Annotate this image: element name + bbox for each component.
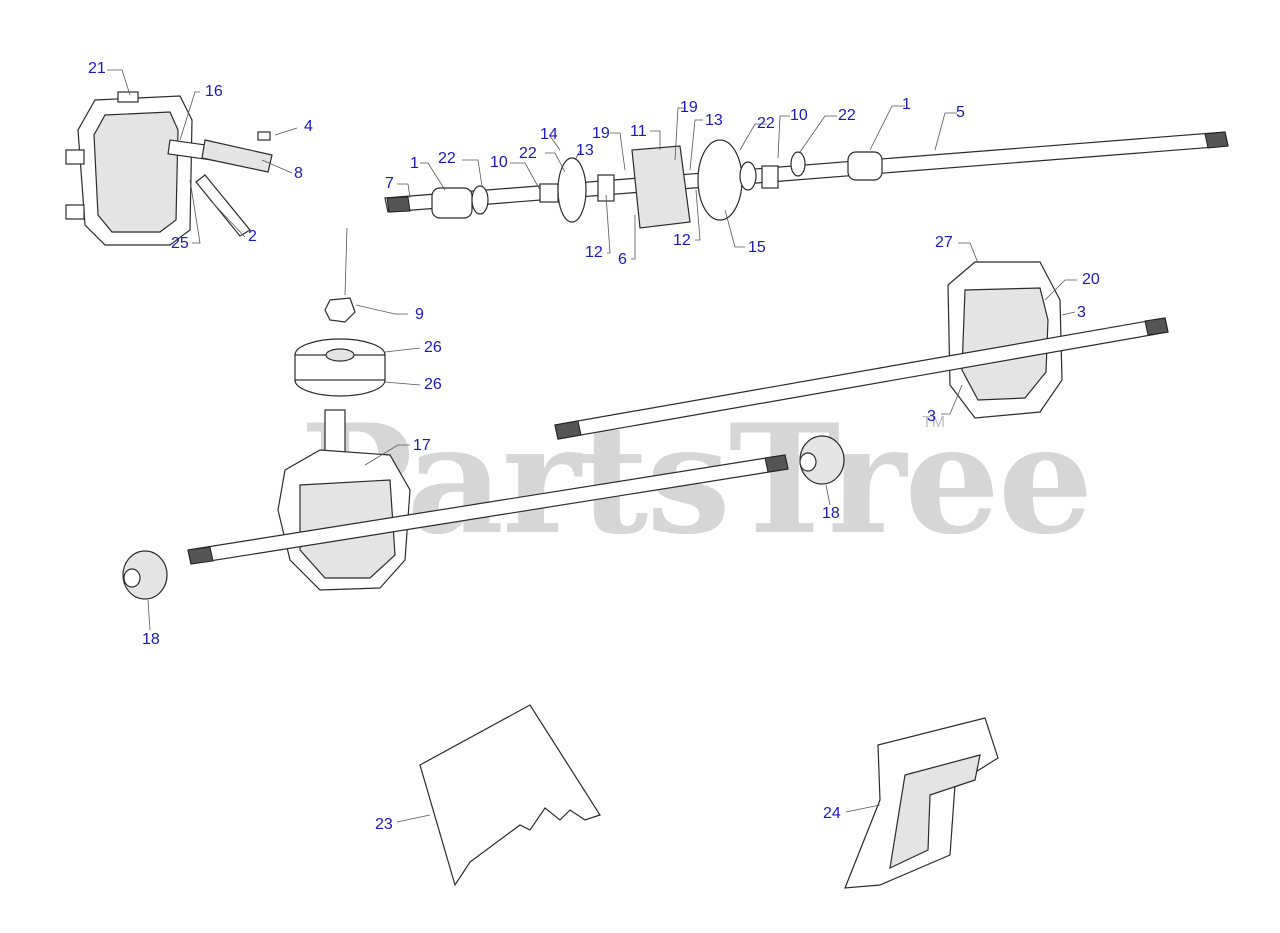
callout-22-b[interactable]: 22 — [519, 145, 537, 162]
callout-3-top[interactable]: 3 — [1077, 304, 1086, 321]
callout-25[interactable]: 25 — [171, 235, 189, 252]
callout-18-left[interactable]: 18 — [142, 631, 160, 648]
callout-17[interactable]: 17 — [413, 437, 431, 454]
callout-21[interactable]: 21 — [88, 60, 106, 77]
callout-3-bottom[interactable]: 3 — [927, 408, 936, 425]
callout-2[interactable]: 2 — [248, 228, 257, 245]
callout-12-left[interactable]: 12 — [585, 244, 603, 261]
callout-23[interactable]: 23 — [375, 816, 393, 833]
callout-24[interactable]: 24 — [823, 805, 841, 822]
callout-20[interactable]: 20 — [1082, 271, 1100, 288]
pinion-gear-left — [122, 550, 168, 600]
callout-9[interactable]: 9 — [415, 306, 424, 323]
callout-5[interactable]: 5 — [956, 104, 965, 121]
callout-26-top[interactable]: 26 — [424, 339, 442, 356]
callout-19-right[interactable]: 19 — [680, 99, 698, 116]
callout-6[interactable]: 6 — [618, 251, 627, 268]
callout-13-right[interactable]: 13 — [705, 112, 723, 129]
callout-7[interactable]: 7 — [385, 175, 394, 192]
right-gearbox-housing — [947, 261, 1063, 419]
callout-22-c[interactable]: 22 — [757, 115, 775, 132]
worm-shaft-assembly — [167, 131, 273, 237]
callout-13-left[interactable]: 13 — [576, 142, 594, 159]
callout-10-left[interactable]: 10 — [490, 154, 508, 171]
watermark-trademark: TM — [922, 414, 946, 431]
callout-12-right[interactable]: 12 — [673, 232, 691, 249]
callout-15[interactable]: 15 — [748, 239, 766, 256]
callout-26-bottom[interactable]: 26 — [424, 376, 442, 393]
callout-10-right[interactable]: 10 — [790, 107, 808, 124]
right-axle — [554, 317, 1169, 440]
callout-18-right[interactable]: 18 — [822, 505, 840, 522]
mounting-bracket — [844, 717, 999, 889]
pinion-gear-right — [799, 435, 845, 485]
callout-4[interactable]: 4 — [304, 118, 313, 135]
leader-lines — [107, 69, 1077, 823]
callout-27[interactable]: 27 — [935, 234, 953, 251]
transmission-housing — [277, 409, 411, 591]
callout-11[interactable]: 11 — [630, 123, 647, 140]
callout-16[interactable]: 16 — [205, 83, 223, 100]
callout-8[interactable]: 8 — [294, 165, 303, 182]
upper-shaft — [384, 131, 1229, 213]
callout-14[interactable]: 14 — [540, 126, 558, 143]
callout-19-left[interactable]: 19 — [592, 125, 610, 142]
gearbox-cover — [65, 91, 193, 246]
lower-axle — [187, 454, 789, 565]
callout-22-d[interactable]: 22 — [838, 107, 856, 124]
callout-1-left[interactable]: 1 — [410, 155, 419, 172]
pulley-assembly — [294, 297, 386, 397]
callout-22-a[interactable]: 22 — [438, 150, 456, 167]
callout-1-right[interactable]: 1 — [902, 96, 911, 113]
cover-plate — [419, 704, 601, 887]
upper-shaft-components — [431, 139, 883, 229]
